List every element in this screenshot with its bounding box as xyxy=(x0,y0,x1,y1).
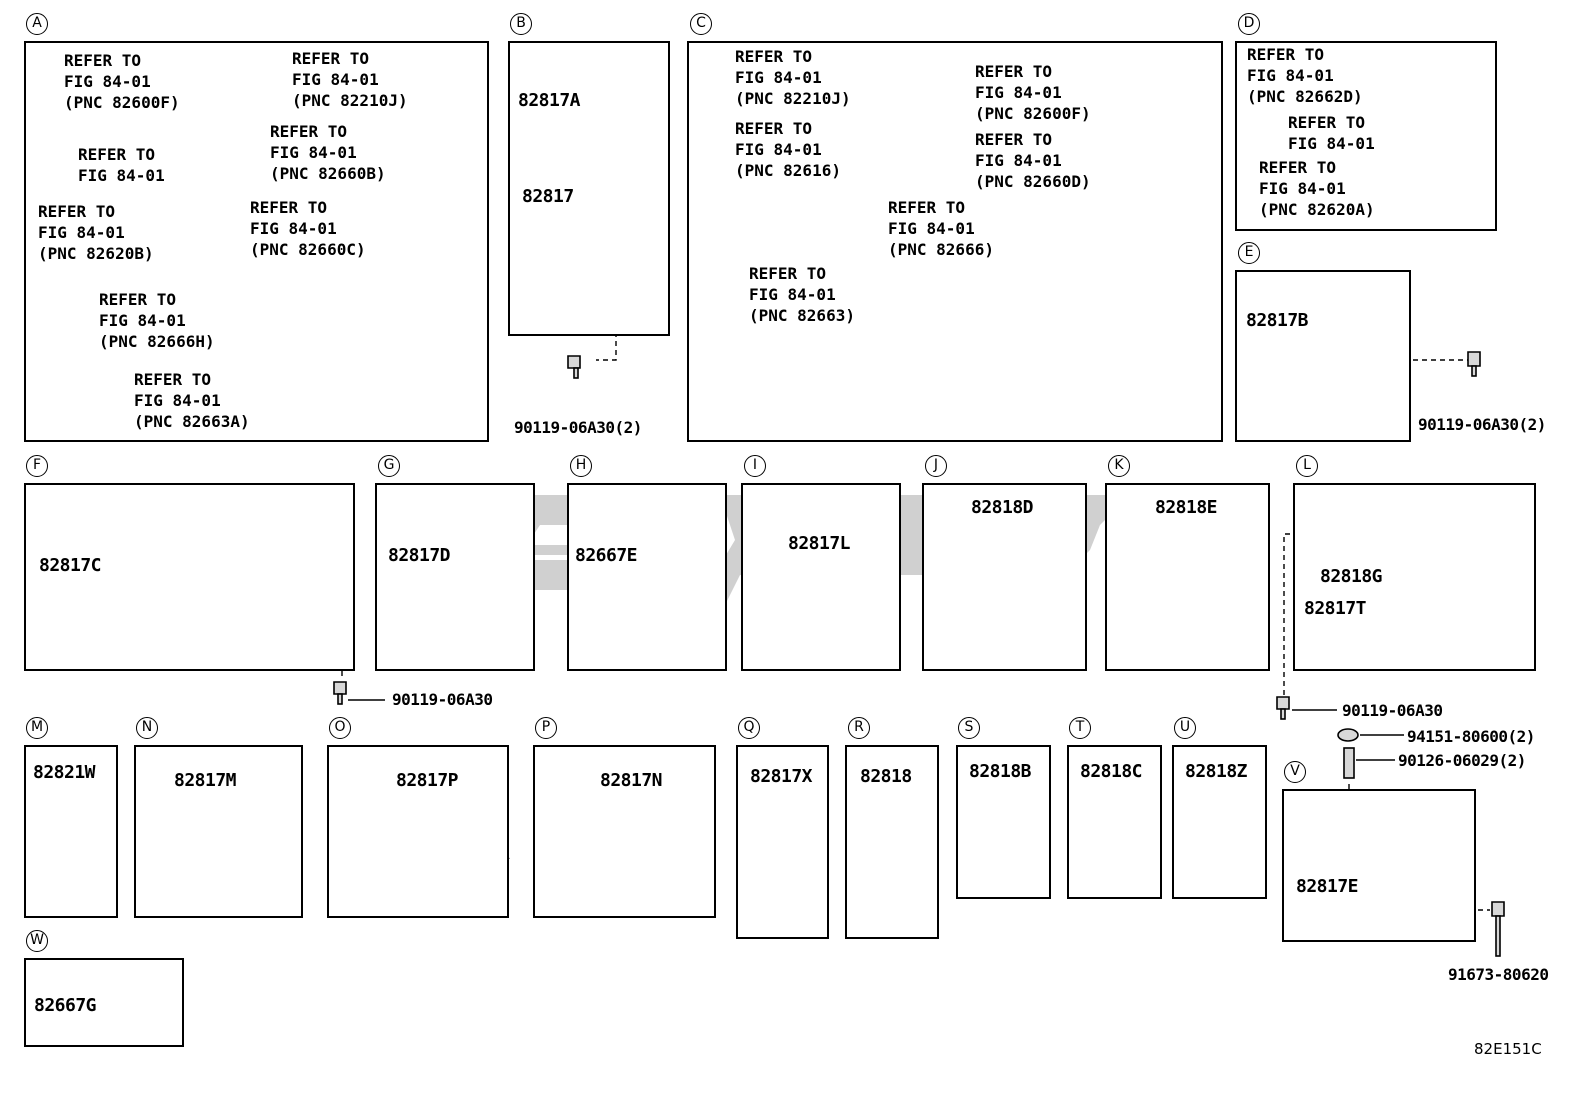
part-label[interactable]: 82817D xyxy=(388,545,451,566)
section-l-box xyxy=(1293,483,1536,671)
section-w-box xyxy=(24,958,184,1047)
section-r-box xyxy=(845,745,939,939)
part-label[interactable]: 82667G xyxy=(34,995,97,1016)
section-letter-l: L xyxy=(1296,455,1318,477)
section-d-box xyxy=(1235,41,1497,231)
section-letter-p: P xyxy=(535,717,557,739)
part-label[interactable]: 82817C xyxy=(39,555,102,576)
part-label[interactable]: 82817P xyxy=(396,770,459,791)
part-label[interactable]: 82817L xyxy=(788,533,851,554)
fastener-label[interactable]: 90119-06A30 xyxy=(392,690,493,709)
diagram-code: 82E151C xyxy=(1474,1040,1542,1058)
section-letter-k: K xyxy=(1108,455,1130,477)
part-label[interactable]: 82821W xyxy=(33,762,96,783)
part-label[interactable]: 82817N xyxy=(600,770,663,791)
section-letter-u: U xyxy=(1174,717,1196,739)
part-label[interactable]: 82818D xyxy=(971,497,1034,518)
fastener-label[interactable]: 91673-80620 xyxy=(1448,965,1549,984)
section-letter-h: H xyxy=(570,455,592,477)
section-u-box xyxy=(1172,745,1267,899)
part-label[interactable]: 82817T xyxy=(1304,598,1367,619)
section-s-box xyxy=(956,745,1051,899)
section-letter-j: J xyxy=(925,455,947,477)
section-a-box xyxy=(24,41,489,442)
section-letter-i: I xyxy=(744,455,766,477)
section-letter-t: T xyxy=(1069,717,1091,739)
part-label[interactable]: 82818E xyxy=(1155,497,1218,518)
part-label[interactable]: 82818B xyxy=(969,761,1032,782)
section-m-box xyxy=(24,745,118,918)
part-label[interactable]: 82817 xyxy=(522,186,574,207)
section-letter-b: B xyxy=(510,13,532,35)
fastener-label[interactable]: 94151-80600(2) xyxy=(1407,727,1535,746)
section-letter-f: F xyxy=(26,455,48,477)
part-label[interactable]: 82818G xyxy=(1320,566,1383,587)
section-letter-o: O xyxy=(329,717,351,739)
section-k-box xyxy=(1105,483,1270,671)
section-letter-s: S xyxy=(958,717,980,739)
fastener-label[interactable]: 90126-06029(2) xyxy=(1398,751,1526,770)
section-letter-r: R xyxy=(848,717,870,739)
section-o-box xyxy=(327,745,509,918)
section-p-box xyxy=(533,745,716,918)
fastener-label[interactable]: 90119-06A30(2) xyxy=(514,418,642,437)
section-letter-n: N xyxy=(136,717,158,739)
section-f-box xyxy=(24,483,355,671)
part-label[interactable]: 82817X xyxy=(750,766,813,787)
part-label[interactable]: 82817A xyxy=(518,90,581,111)
part-label[interactable]: 82817E xyxy=(1296,876,1359,897)
fastener-label[interactable]: 90119-06A30 xyxy=(1342,701,1443,720)
section-letter-e: E xyxy=(1238,242,1260,264)
section-h-box xyxy=(567,483,727,671)
section-letter-d: D xyxy=(1238,13,1260,35)
section-v-box xyxy=(1282,789,1476,942)
part-label[interactable]: 82817M xyxy=(174,770,237,791)
section-g-box xyxy=(375,483,535,671)
part-label[interactable]: 82817B xyxy=(1246,310,1309,331)
section-letter-g: G xyxy=(378,455,400,477)
section-e-box xyxy=(1235,270,1411,442)
section-t-box xyxy=(1067,745,1162,899)
section-n-box xyxy=(134,745,303,918)
section-letter-w: W xyxy=(26,930,48,952)
part-label[interactable]: 82818C xyxy=(1080,761,1143,782)
section-c-box xyxy=(687,41,1223,442)
section-b-box xyxy=(508,41,670,336)
part-label[interactable]: 82818 xyxy=(860,766,912,787)
fastener-label[interactable]: 90119-06A30(2) xyxy=(1418,415,1546,434)
section-j-box xyxy=(922,483,1087,671)
section-letter-m: M xyxy=(26,717,48,739)
part-label[interactable]: 82667E xyxy=(575,545,638,566)
section-i-box xyxy=(741,483,901,671)
section-letter-q: Q xyxy=(738,717,760,739)
section-q-box xyxy=(736,745,829,939)
section-letter-v: V xyxy=(1284,761,1306,783)
section-letter-a: A xyxy=(26,13,48,35)
part-label[interactable]: 82818Z xyxy=(1185,761,1248,782)
section-letter-c: C xyxy=(690,13,712,35)
